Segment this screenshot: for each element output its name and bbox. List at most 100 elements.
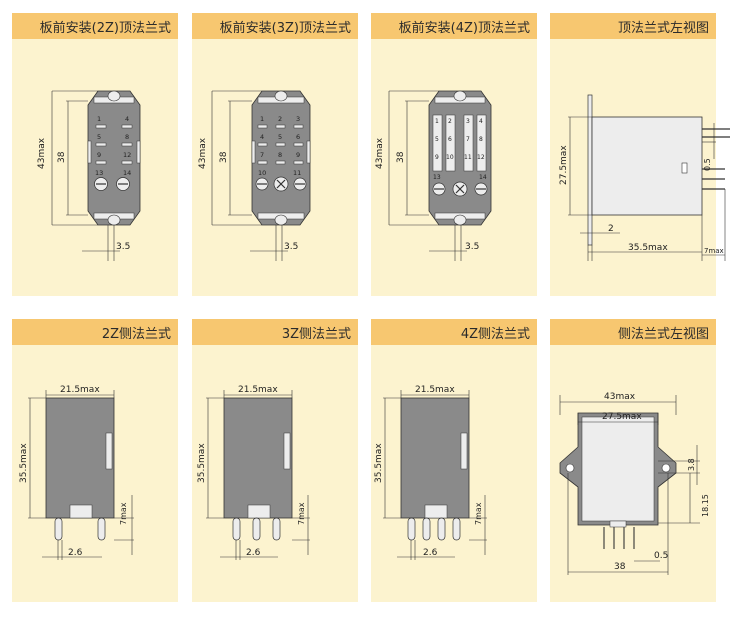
dim-width: 21.5max bbox=[238, 385, 278, 395]
pin-labels: 1 2 3 4 5 6 7 8 9 10 11 bbox=[258, 115, 301, 177]
pin-label: 12 bbox=[123, 151, 131, 159]
mount-hole-top bbox=[453, 90, 467, 102]
pin-label: 11 bbox=[464, 154, 472, 161]
panel-3z-top-flange: 板前安装(3Z)顶法兰式 1 2 3 4 5 6 7 8 9 10 11 bbox=[192, 13, 358, 296]
pin-label: 4 bbox=[479, 118, 483, 125]
mount-hole-top bbox=[107, 90, 121, 102]
pin-labels: 1 2 3 4 5 6 7 8 9 10 11 12 13 14 bbox=[433, 118, 487, 181]
pin-label: 10 bbox=[258, 169, 266, 177]
drawing-2z-front: 1 4 5 8 9 12 13 14 43max 38 3.5 bbox=[37, 90, 141, 261]
panel-header: 板前安装(4Z)顶法兰式 bbox=[371, 13, 537, 39]
panel-header: 板前安装(2Z)顶法兰式 bbox=[12, 13, 178, 39]
dim-thick: 0.5 bbox=[654, 551, 668, 561]
pin-label: 2 bbox=[448, 118, 452, 125]
relay-body bbox=[400, 397, 470, 519]
dim-offset: 3.5 bbox=[465, 242, 479, 252]
pins bbox=[407, 517, 461, 541]
dim-pin: 7max bbox=[119, 502, 128, 525]
dim-total: 43max bbox=[37, 137, 47, 169]
relay-body bbox=[87, 90, 141, 226]
pin-label: 2 bbox=[278, 115, 282, 123]
panel-2z-side-flange: 2Z侧法兰式 21.5max 35.5max 7max 2.6 bbox=[12, 319, 178, 602]
pin-label: 14 bbox=[123, 169, 131, 177]
pin-labels: 1 4 5 8 9 12 13 14 bbox=[95, 115, 131, 177]
pin-label: 1 bbox=[97, 115, 101, 123]
flange-plate bbox=[587, 94, 593, 246]
mount-hole-top bbox=[274, 90, 288, 102]
dim-height: 27.5max bbox=[559, 145, 569, 185]
panel-header: 顶法兰式左视图 bbox=[550, 13, 716, 39]
pin-label: 11 bbox=[293, 169, 301, 177]
pin-label: 5 bbox=[97, 133, 101, 141]
panel-title: 板前安装(2Z)顶法兰式 bbox=[39, 21, 171, 36]
dim-thick: 0.5 bbox=[703, 158, 712, 171]
panel-title: 侧法兰式左视图 bbox=[617, 327, 709, 342]
dim-pin: 7max bbox=[297, 502, 306, 525]
pin-label: 8 bbox=[278, 151, 282, 159]
panel-2z-top-flange: 板前安装(2Z)顶法兰式 1 4 5 8 9 12 13 14 bbox=[12, 13, 178, 296]
panel-4z-top-flange: 板前安装(4Z)顶法兰式 1 2 3 4 5 6 7 8 9 10 11 12 … bbox=[371, 13, 537, 296]
panel-title: 板前安装(4Z)顶法兰式 bbox=[398, 21, 530, 36]
drawing-top-flange-side: 27.5max 2 35.5max 7max 0.5 bbox=[559, 94, 730, 261]
pin-label: 9 bbox=[97, 151, 101, 159]
panel-3z-side-flange: 3Z侧法兰式 21.5max 35.5max 7max 2.6 bbox=[192, 319, 358, 602]
panel-title: 3Z侧法兰式 bbox=[281, 327, 351, 342]
pin-label: 3 bbox=[466, 118, 470, 125]
dim-width: 21.5max bbox=[60, 385, 100, 395]
drawing-3z-side: 21.5max 35.5max 7max 2.6 bbox=[197, 385, 310, 560]
panel-header: 3Z侧法兰式 bbox=[192, 319, 358, 345]
pin-label: 13 bbox=[95, 169, 103, 177]
pin-label: 9 bbox=[296, 151, 300, 159]
pin-label: 4 bbox=[260, 133, 264, 141]
dim-length: 35.5max bbox=[628, 243, 668, 253]
dim-pin: 7max bbox=[474, 502, 483, 525]
pin-label: 1 bbox=[435, 118, 439, 125]
dim-base: 38 bbox=[614, 562, 626, 572]
mount-hole-bottom bbox=[107, 214, 121, 226]
dim-pitch: 2.6 bbox=[423, 548, 438, 558]
pin-label: 5 bbox=[435, 136, 439, 143]
mount-hole-bottom bbox=[274, 214, 288, 226]
drawing-4z-front: 1 2 3 4 5 6 7 8 9 10 11 12 13 14 bbox=[375, 90, 492, 261]
dim-pitch: 2.6 bbox=[246, 548, 261, 558]
panel-top-flange-left-view: 顶法兰式左视图 27.5max 2 35.5max 7max 0.5 bbox=[550, 13, 730, 296]
dim-pin: 7max bbox=[704, 247, 724, 255]
panel-header: 板前安装(3Z)顶法兰式 bbox=[192, 13, 358, 39]
dim-mid: 18.15 bbox=[701, 494, 710, 517]
pin-label: 7 bbox=[260, 151, 264, 159]
dim-total: 43max bbox=[375, 137, 385, 169]
dim-pitch: 2.6 bbox=[68, 548, 83, 558]
pins bbox=[54, 517, 106, 541]
relay-body bbox=[223, 397, 293, 519]
dim-top: 3.8 bbox=[687, 458, 696, 471]
pin-label: 3 bbox=[296, 115, 300, 123]
dim-height: 35.5max bbox=[197, 443, 207, 483]
dim-inner: 27.5max bbox=[602, 412, 642, 422]
dim-inner: 38 bbox=[396, 151, 406, 163]
dim-offset: 3.5 bbox=[116, 242, 130, 252]
dim-total: 43max bbox=[198, 137, 208, 169]
pin-label: 14 bbox=[479, 174, 487, 181]
dim-height: 35.5max bbox=[19, 443, 29, 483]
pin-label: 1 bbox=[260, 115, 264, 123]
relay-body bbox=[251, 90, 311, 226]
pin-label: 7 bbox=[466, 136, 470, 143]
panel-4z-side-flange: 4Z侧法兰式 21.5max 35.5max 7max 2.6 bbox=[371, 319, 537, 602]
pin-label: 6 bbox=[296, 133, 300, 141]
panel-title: 4Z侧法兰式 bbox=[460, 327, 530, 342]
drawing-2z-side: 21.5max 35.5max 7max 2.6 bbox=[19, 385, 134, 560]
dim-total: 43max bbox=[604, 392, 636, 402]
panel-title: 2Z侧法兰式 bbox=[101, 327, 171, 342]
mount-hole-bottom bbox=[453, 214, 467, 226]
pin-label: 10 bbox=[446, 154, 454, 161]
pin-label: 12 bbox=[477, 154, 485, 161]
panel-header: 侧法兰式左视图 bbox=[550, 319, 716, 345]
panel-title: 顶法兰式左视图 bbox=[617, 21, 709, 36]
pin-label: 4 bbox=[125, 115, 129, 123]
panel-title: 板前安装(3Z)顶法兰式 bbox=[219, 21, 351, 36]
pin-label: 8 bbox=[479, 136, 483, 143]
mount-hole bbox=[661, 463, 671, 473]
panel-header: 4Z侧法兰式 bbox=[371, 319, 537, 345]
pin-label: 8 bbox=[125, 133, 129, 141]
pin-label: 5 bbox=[278, 133, 282, 141]
